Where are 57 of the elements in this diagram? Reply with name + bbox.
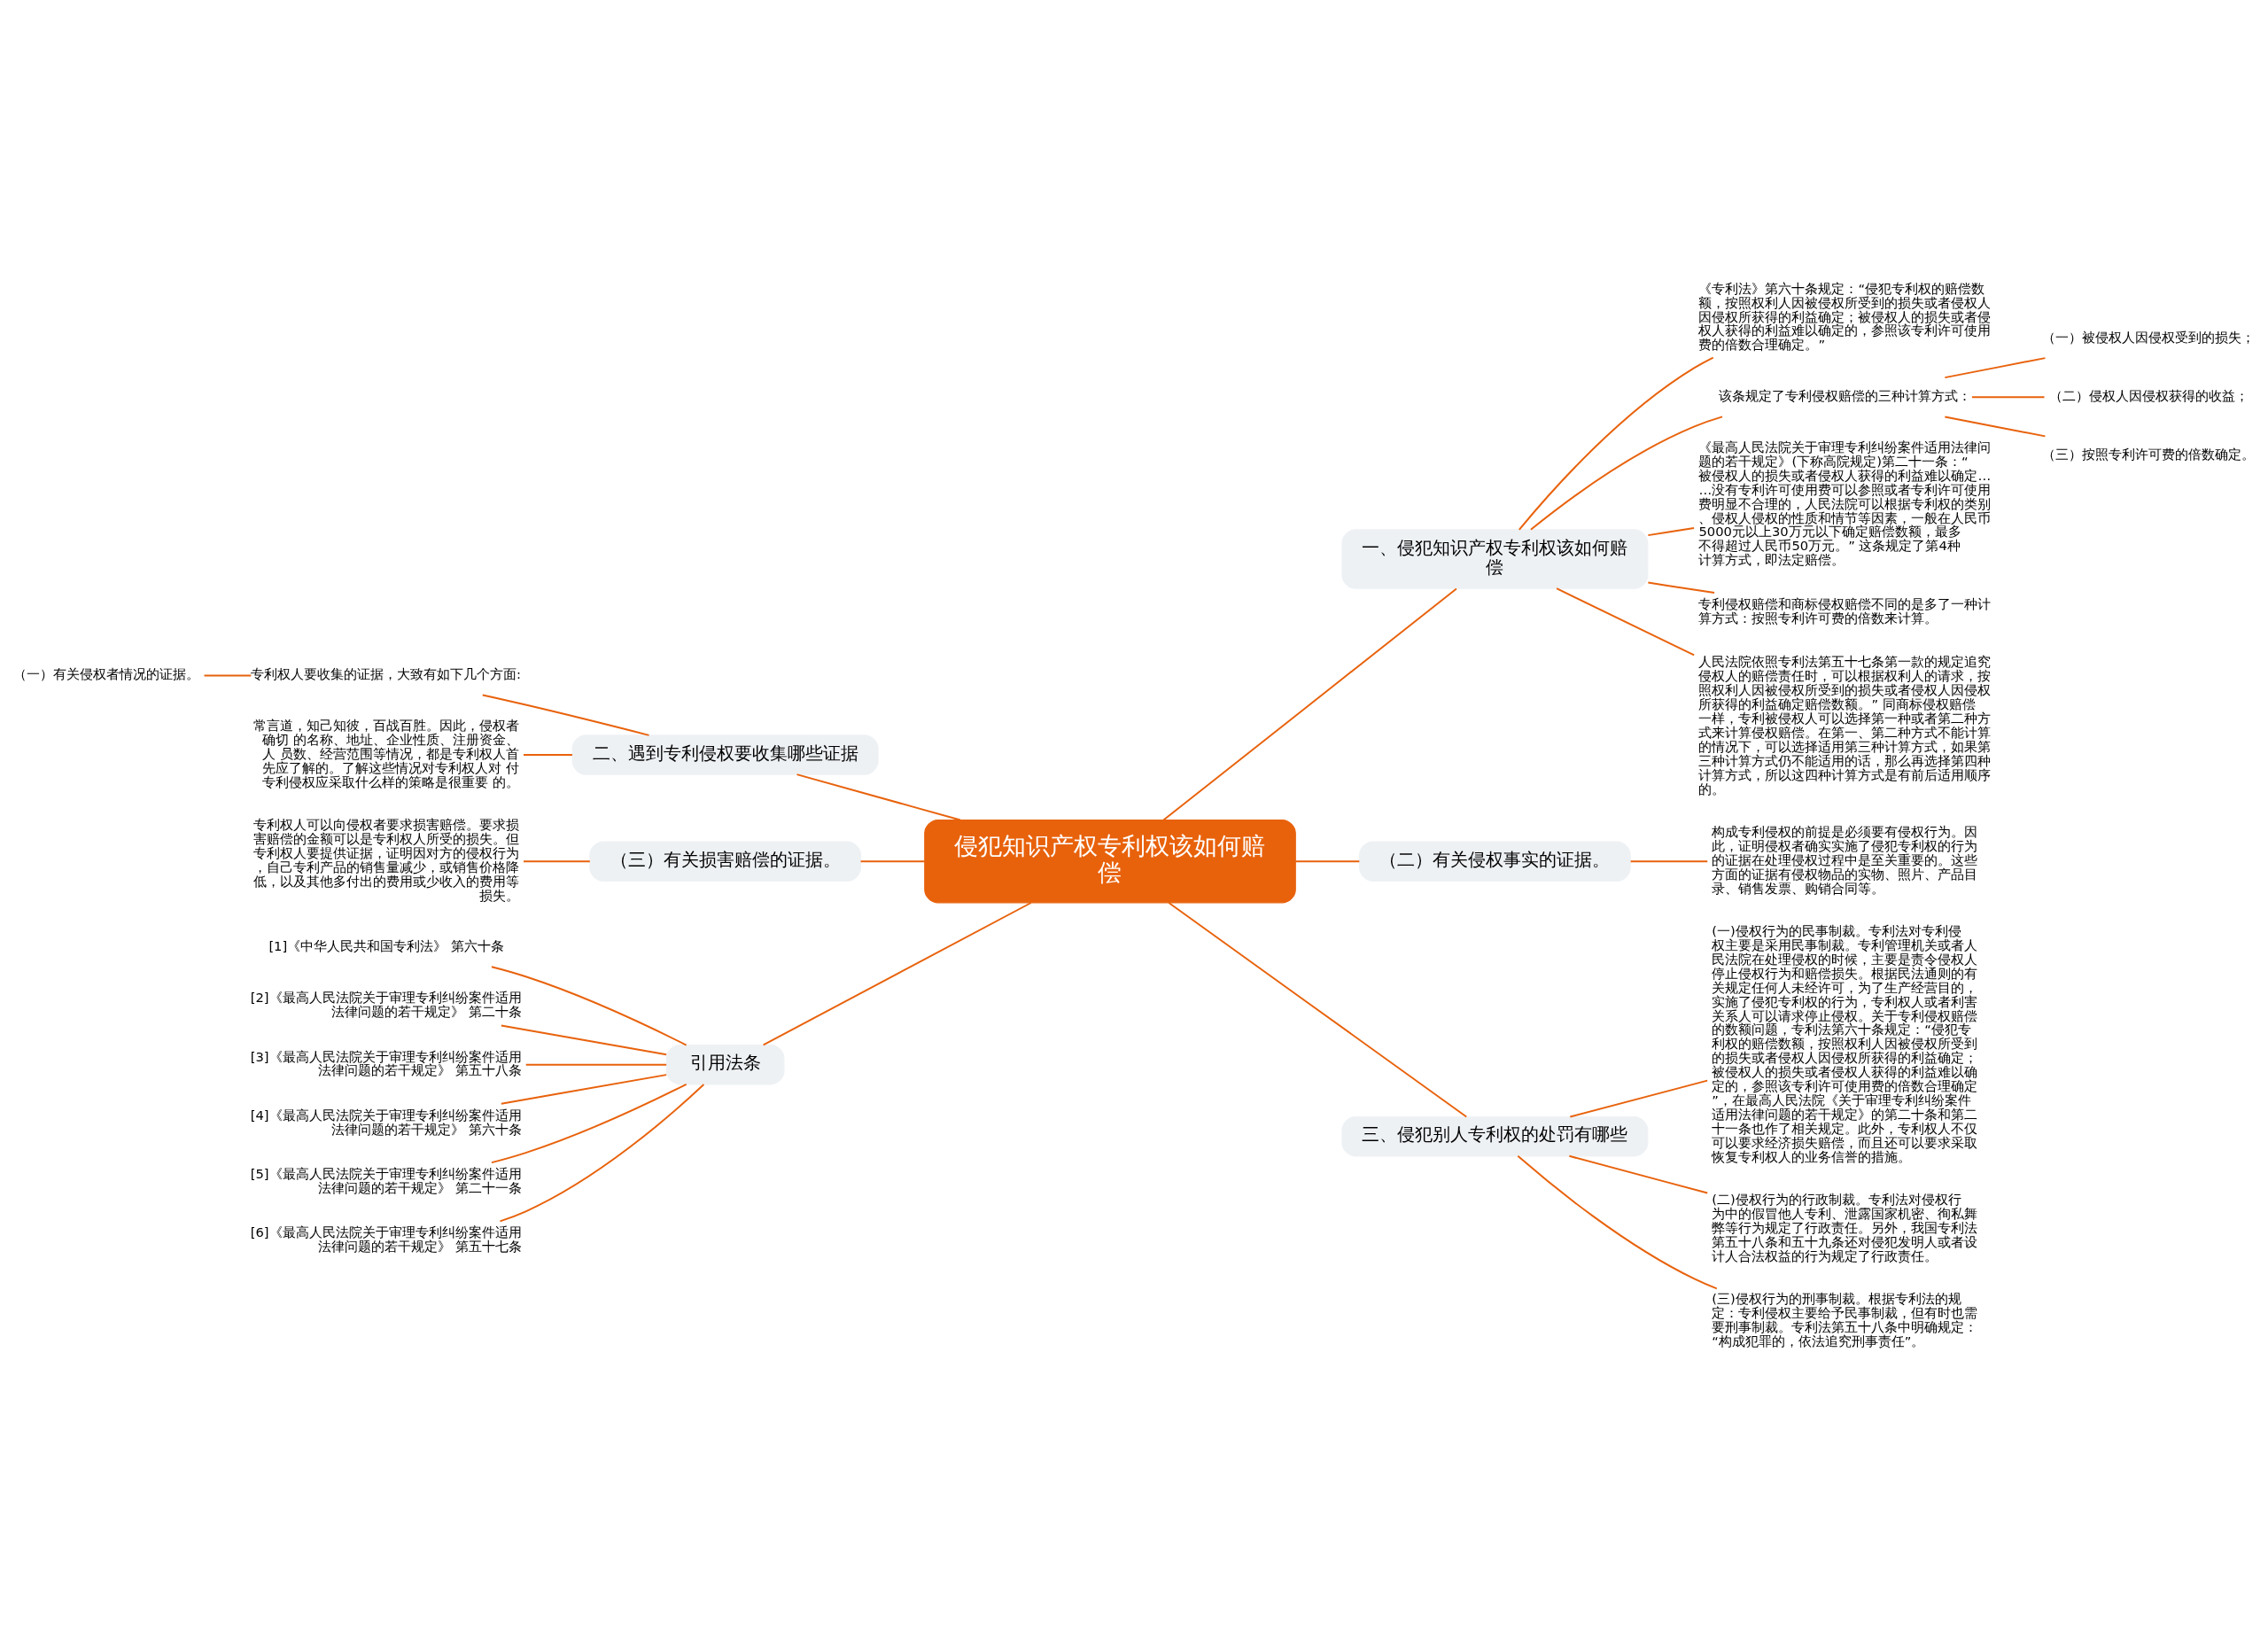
connector (523, 860, 591, 863)
node-box: 二、遇到专利侵权要收集哪些证据 (571, 734, 879, 775)
node-text: 《最高人民法院关于审理专利纠纷案件适用法律问题的若干规定》(下称高院规定)第二十一条：“被侵权人的损失或者侵权人获得的利益难以确定……没有专利许可使用费可以参照或者专利许可使用费明显不合理的，人民法院可以根据专利权的类别、侵权人侵权的性质和情节等因素，一般在人民币5000元以上30万元以下确定赔偿数额，最多不得超过人民币50万元。” 这条规定了第4种计算方式，即法定赔偿。 (1698, 439, 1992, 568)
node-text: [1]《中华人民共和国专利法》 第六十条 (268, 937, 504, 953)
connector (1647, 527, 1696, 537)
node-text: 专利权人要收集的证据，大致有如下几个方面: (250, 666, 521, 682)
connector (1517, 1154, 1718, 1290)
connector (859, 860, 926, 863)
node-box: （三）有关损害赔偿的证据。 (589, 841, 861, 882)
connector (1556, 587, 1696, 657)
node-text: [6]《最高人民法院关于审理专利纠纷案件适用法律问题的若干规定》 第五十七条 (250, 1224, 522, 1255)
node-box: 引用法条 (665, 1045, 785, 1085)
connector (1569, 1079, 1709, 1118)
connector (1518, 356, 1714, 531)
connector (203, 674, 252, 677)
connector (523, 754, 573, 756)
connector (481, 694, 650, 736)
node-text: 专利权人可以向侵权者要求损害赔偿。要求损害赔偿的金额可以是专利权人所受的损失。但专利权人要提供证据，证明因对方的侵权行为，自己专利产品的销售量减少，或销售价格降低，以及其他多付出的费用或少收入的费用等损失。 (253, 817, 520, 903)
node-box: 三、侵犯别人专利权的处罚有哪些 (1341, 1115, 1649, 1157)
node-text: 专利侵权赔偿和商标侵权赔偿不同的是多了一种计算方式：按照专利许可费的倍数来计算。 (1698, 596, 1992, 626)
connector (1294, 860, 1361, 863)
connector (1529, 416, 1724, 531)
connector (500, 1024, 668, 1056)
node-text: [3]《最高人民法院关于审理专利纠纷案件适用法律问题的若干规定》 第五十八条 (250, 1048, 522, 1078)
node-text: (二)侵权行为的行政制裁。专利法对侵权行为中的假冒他人专利、泄露国家机密、徇私舞弊等行为规定了行政责任。另外，我国专利法第五十八条和五十九条还对侵犯发明人或者设计人合法权益的行为规定了行政责任。 (1712, 1191, 1978, 1263)
connector (490, 1083, 687, 1164)
connector (499, 1084, 705, 1223)
node-text: 该条规定了专利侵权赔偿的三种计算方式： (1718, 388, 1971, 404)
node-text: (三)侵权行为的刑事制裁。根据专利法的规定：专利侵权主要给予民事制裁，但有时也需要刑事制裁。专利法第五十八条中明确规定：“构成犯罪的，依法追究刑事责任”。 (1712, 1291, 1978, 1349)
node-box: 侵犯知识产权专利权该如何赔偿 (924, 820, 1296, 904)
node-text: [4]《最高人民法院关于审理专利纠纷案件适用法律问题的若干规定》 第六十条 (250, 1107, 522, 1137)
connector (1568, 1154, 1709, 1194)
connector (490, 966, 687, 1046)
node-text: （一）有关侵权者情况的证据。 (13, 666, 200, 682)
connector (1168, 902, 1468, 1118)
connector (796, 773, 961, 821)
connector (1944, 416, 2047, 438)
connector (1629, 860, 1709, 863)
node-text: （一）被侵权人因侵权受到的损失； (2042, 329, 2256, 345)
connector (1970, 396, 2046, 399)
node-text: [2]《最高人民法院关于审理专利纠纷案件适用法律问题的若干规定》 第二十条 (250, 990, 522, 1020)
node-text: 《专利法》第六十条规定：“侵犯专利权的赔偿数额，按照权利人因被侵权所受到的损失或者侵权人因侵权所获得的利益确定；被侵权人的损失或者侵权人获得的利益难以确定的，参照该专利许可使用费的倍数合理确定。” (1698, 280, 1992, 353)
node-text: (一)侵权行为的民事制裁。专利法对专利侵权主要是采用民事制裁。专利管理机关或者人民法院在处理侵权的时候，主要是责令侵权人停止侵权行为和赔偿损失。根据民法通则的有关规定任何人未经许可，为了生产经营目的，实施了侵犯专利权的行为，专利权人或者利害关系人可以请求停止侵权。关于专利侵权赔偿的数额问题，专利法第六十条规定：“侵犯专利权的赔偿数额，按照权利人因被侵权所受到的损失或者侵权人因侵权所获得的利益确定；被侵权人的损失或者侵权人获得的利益难以确定的，参照该专利许可使用费的倍数合理确定”，在最高人民法院《关于审理专利纠纷案件适用法律问题的若干规定》的第二十条和第二十一条也作了相关规定。此外，专利权人不仅可以要求经济损失赔偿，而且还可以要求采取恢复专利权人的业务信誉的措施。 (1712, 922, 1978, 1165)
node-text: 构成专利侵权的前提是必须要有侵权行为。因此，证明侵权者确实实施了侵犯专利权的行为的证据在处理侵权过程中是至关重要的。这些方面的证据有侵权物品的实物、照片、产品目录、销售发票、购销合同等。 (1712, 824, 1978, 896)
connector (524, 1063, 668, 1066)
connector (762, 902, 1032, 1046)
node-text: 人民法院依照专利法第五十七条第一款的规定追究侵权人的赔偿责任时，可以根据权利人的请求，按照权利人因被侵权所受到的损失或者侵权人因侵权所获得的利益确定赔偿数额。” 同商标侵权赔偿一样，专利被侵权人可以选择第一种或者第二种方式来计算侵权赔偿。在第一、第二种方式不能计算的情况下，可以选择适用第三种计算方式，如果第三种计算方式仍不能适用的话，那么再选择第四种计算方式，所以这四种计算方式是有前后适用顺序的。 (1698, 654, 1992, 797)
connector (1162, 587, 1457, 821)
node-text: （三）按照专利许可费的倍数确定。 (2042, 447, 2256, 462)
node-box: （二）有关侵权事实的证据。 (1359, 841, 1631, 882)
connector (1944, 357, 2047, 379)
connector (500, 1074, 668, 1105)
node-text: [5]《最高人民法院关于审理专利纠纷案件适用法律问题的若干规定》 第二十一条 (250, 1166, 522, 1195)
node-text: （二）侵权人因侵权获得的收益； (2048, 388, 2249, 404)
node-box: 一、侵犯知识产权专利权该如何赔偿 (1341, 529, 1649, 589)
node-text: 常言道，知己知彼，百战百胜。因此，侵权者确切 的名称、地址、企业性质、注册资金、人 员数、经营范围等情况，都是专利权人首先应了解的。了解这些情况对专利权人对 付专利侵权应采取什么样的策略是很重要 的。 (253, 717, 520, 789)
connector (1647, 581, 1716, 595)
